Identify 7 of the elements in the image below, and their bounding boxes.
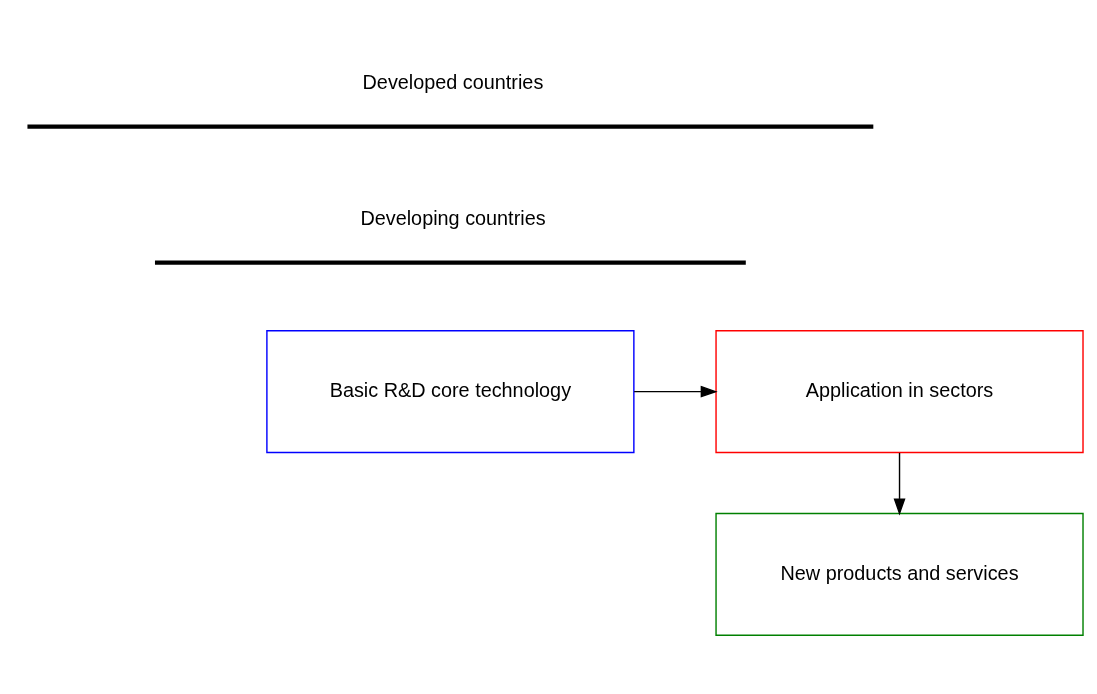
node-box: New products and services	[715, 512, 1084, 637]
arrow	[633, 385, 718, 398]
label: Developing countries	[360, 207, 546, 230]
arrow	[893, 452, 906, 516]
node-box: Basic R&D core technology	[266, 330, 635, 454]
label: Developed countries	[362, 71, 544, 94]
node-box: Application in sectors	[715, 330, 1084, 454]
